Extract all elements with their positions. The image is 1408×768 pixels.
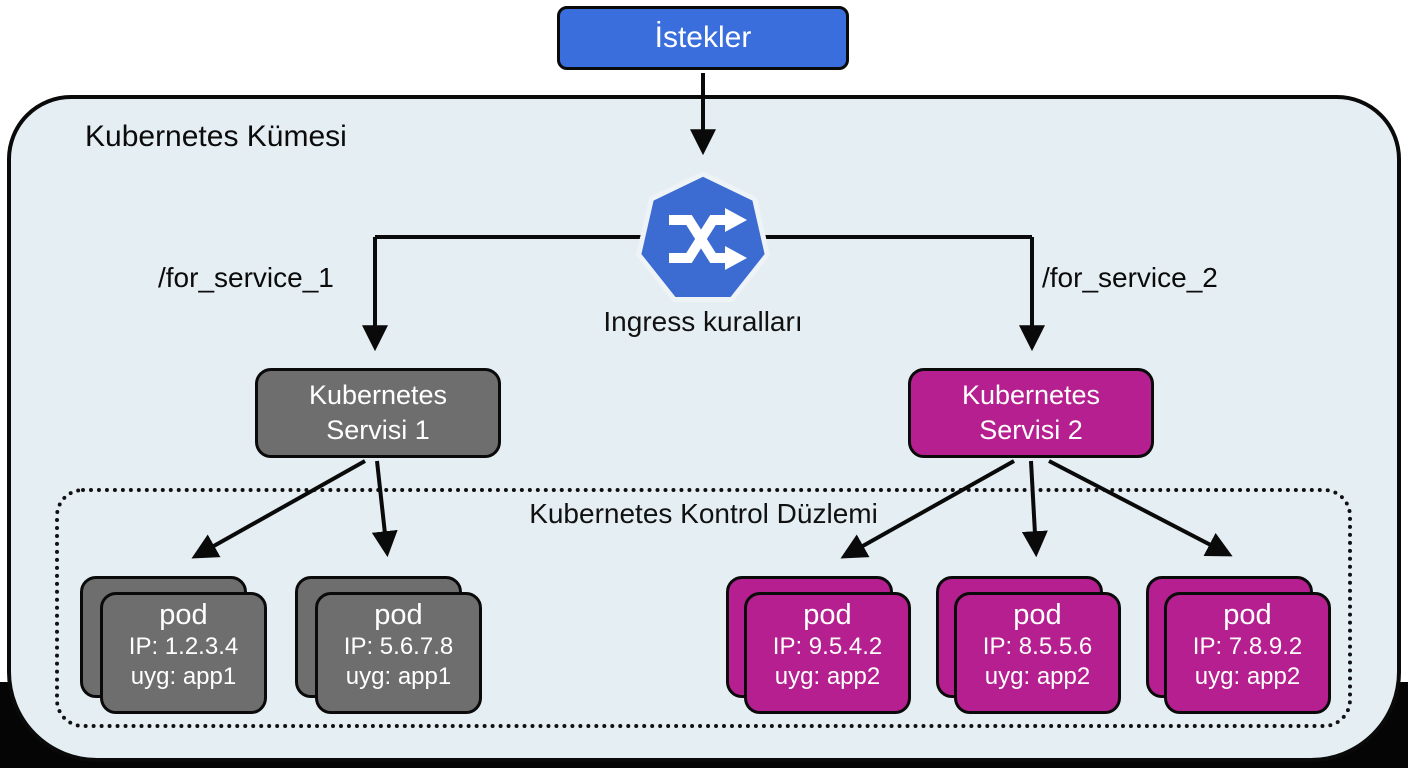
pod-app: uyg: app2: [984, 663, 1091, 691]
pod-title: pod: [159, 599, 208, 631]
pod-ip: IP: 1.2.3.4: [128, 633, 239, 661]
pod-title: pod: [374, 599, 423, 631]
pod-node: pod IP: 7.8.9.2 uyg: app2: [1164, 592, 1331, 714]
pod-title: pod: [1013, 599, 1062, 631]
ingress-shuffle-icon: [636, 171, 770, 302]
service-1-label-line2: Servisi 1: [326, 415, 430, 445]
control-plane-title: Kubernetes Kontrol Düzlemi: [529, 498, 878, 529]
pod-app: uyg: app2: [774, 663, 881, 691]
service-1-node: Kubernetes Servisi 1: [255, 368, 501, 458]
pod-title: pod: [1223, 599, 1272, 631]
route-label-service-2: /for_service_2: [1042, 262, 1218, 293]
route-label-service-1: /for_service_1: [158, 262, 334, 293]
pod-app: uyg: app1: [130, 663, 237, 691]
pod-app: uyg: app2: [1194, 663, 1301, 691]
requests-node: İstekler: [557, 6, 849, 70]
pod-title: pod: [803, 599, 852, 631]
pod-ip: IP: 9.5.4.2: [772, 633, 883, 661]
service-2-label-line1: Kubernetes: [961, 380, 1101, 411]
ingress-label: Ingress kuralları: [603, 306, 803, 337]
requests-label: İstekler: [654, 21, 752, 54]
pod-ip: IP: 5.6.7.8: [343, 633, 454, 661]
cluster-title: Kubernetes Kümesi: [85, 120, 347, 153]
service-2-label-line2: Servisi 2: [979, 415, 1083, 445]
service-1-label-line1: Kubernetes: [308, 380, 448, 411]
service-2-node: Kubernetes Servisi 2: [908, 368, 1154, 458]
pod-node: pod IP: 9.5.4.2 uyg: app2: [744, 592, 911, 714]
pod-app: uyg: app1: [345, 663, 452, 691]
pod-node: pod IP: 5.6.7.8 uyg: app1: [315, 592, 482, 714]
pod-ip: IP: 8.5.5.6: [982, 633, 1093, 661]
pod-ip: IP: 7.8.9.2: [1192, 633, 1303, 661]
control-plane-container: [55, 488, 1352, 728]
pod-node: pod IP: 1.2.3.4 uyg: app1: [100, 592, 267, 714]
ingress-node: [633, 170, 773, 310]
pod-node: pod IP: 8.5.5.6 uyg: app2: [954, 592, 1121, 714]
